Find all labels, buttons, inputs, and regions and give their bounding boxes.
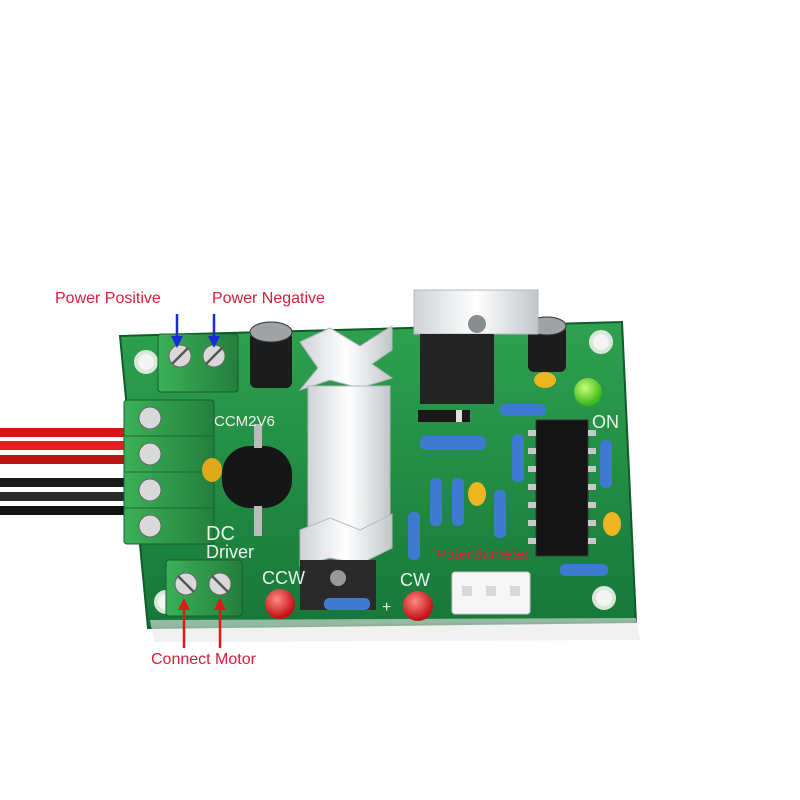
board-ccw-text: CCW [262,568,305,588]
arrow-up-icon [178,598,190,648]
power-terminal-block [157,333,239,393]
led-on [574,378,602,406]
power-diode [222,424,292,536]
small-diode [418,410,470,422]
regulator-heatsink [413,289,539,404]
board-on-text: ON [592,412,619,432]
wire-terminal-block [123,399,215,545]
arrow-up-icon [214,598,226,648]
arrow-down-icon [208,314,220,348]
ceramic-capacitors [202,372,621,536]
led-cw [403,591,433,621]
board-driver-text: Driver [206,542,254,562]
resistor-array [324,404,612,610]
label-connect-motor: Connect Motor [151,651,256,668]
wire-bundle [0,428,140,515]
board-model-text: CCM2V6 [214,413,275,430]
arrow-down-icon [171,314,183,348]
motor-terminal-block [165,559,243,617]
label-power-positive: Power Positive [55,290,161,307]
label-power-negative: Power Negative [212,290,325,307]
capacitor-large [249,321,293,388]
ic-chip [528,419,596,557]
led-ccw [265,589,295,619]
board-plus-text: + [382,599,391,616]
board-dc-text: DC [206,523,235,545]
board-cw-text: CW [400,570,430,590]
potentiometer-connector [451,571,531,615]
label-potentiometer: Potentiometer [436,546,530,563]
